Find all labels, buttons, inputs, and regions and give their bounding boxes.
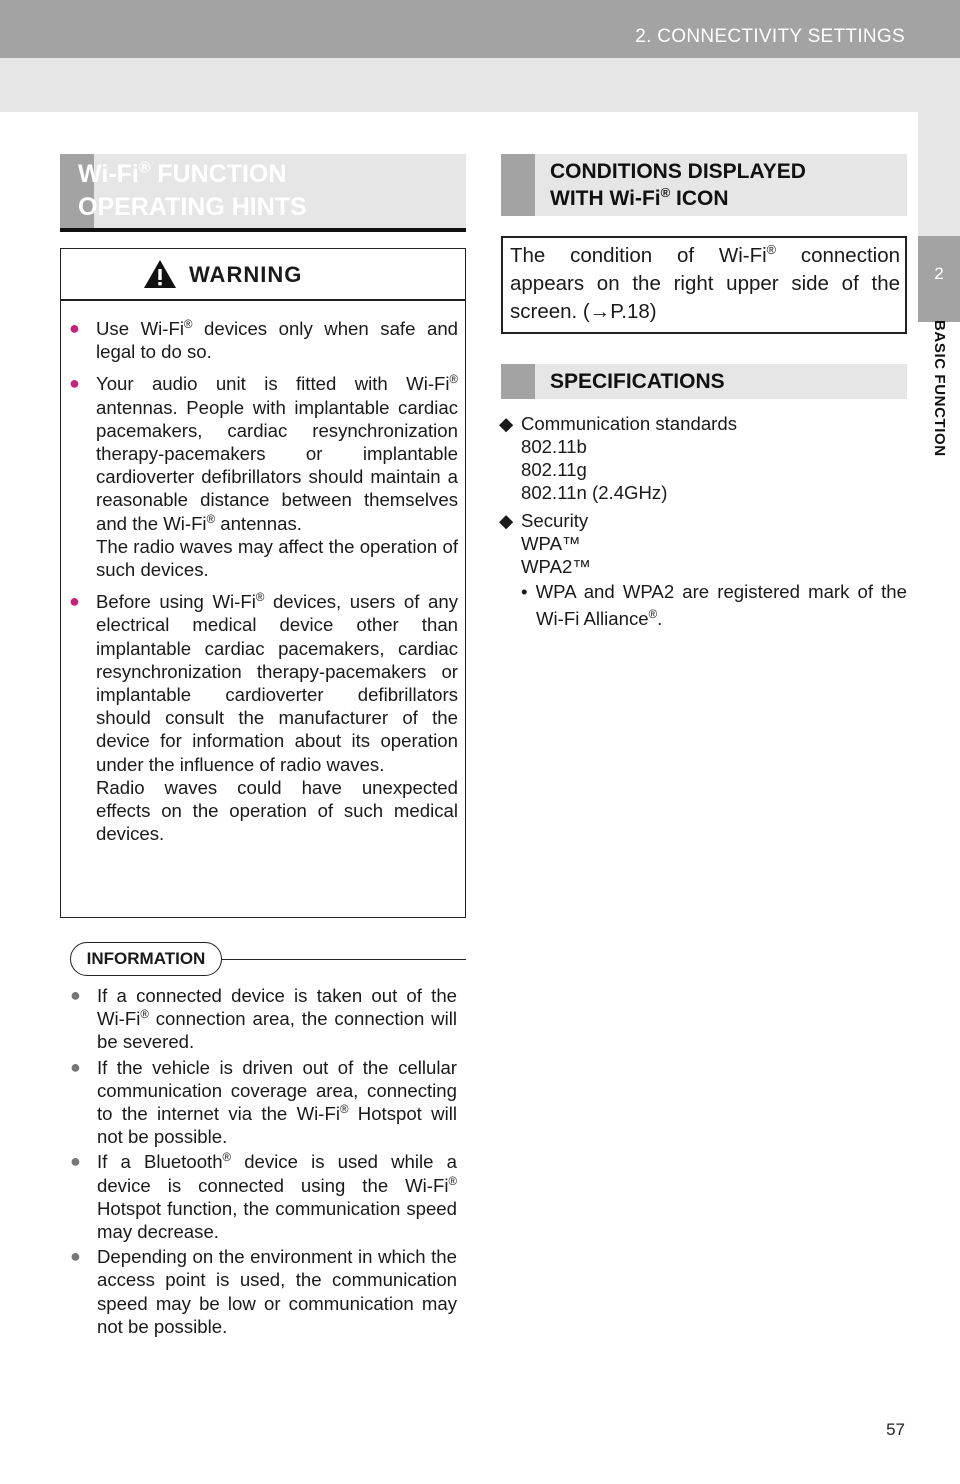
- warning-item: ● Use Wi-Fi® devices only when safe and …: [69, 318, 459, 363]
- spec-value: 802.11g: [521, 459, 587, 480]
- heading-bar: [501, 364, 535, 399]
- conditions-box: The condition of Wi-Fi® connection appea…: [501, 236, 907, 334]
- bullet-icon: ●: [70, 1151, 81, 1172]
- page-number: 57: [886, 1420, 905, 1439]
- information-item: ● If a Bluetooth® device is used while a…: [70, 1151, 457, 1243]
- chapter-tab-number: 2: [934, 264, 944, 283]
- bullet-icon: ●: [69, 591, 80, 612]
- heading-line2: OPERATING HINTS: [78, 193, 307, 221]
- information-item: ● If the vehicle is driven out of the ce…: [70, 1056, 457, 1148]
- spec-communication: ◆ Communication standards: [499, 413, 737, 434]
- warning-box: WARNING ● Use Wi-Fi® devices only when s…: [60, 248, 466, 918]
- section-heading-wifi-hints: Wi-Fi® FUNCTION OPERATING HINTS: [60, 154, 466, 232]
- heading-bar: [501, 154, 535, 216]
- warning-header: WARNING: [61, 249, 465, 301]
- bullet-icon: ●: [70, 985, 81, 1005]
- chapter-title: 2. CONNECTIVITY SETTINGS: [635, 26, 905, 47]
- warning-item: ● Your audio unit is fitted with Wi-Fi® …: [69, 373, 458, 581]
- divider: [222, 959, 466, 960]
- warning-list: ● Use Wi-Fi® devices only when safe and …: [69, 317, 458, 845]
- bullet-diamond-icon: ◆: [499, 510, 514, 531]
- bullet-icon: ●: [69, 373, 80, 394]
- section-heading-specifications: SPECIFICATIONS: [501, 364, 907, 399]
- information-list: ● If a connected device is taken out of …: [70, 984, 457, 1338]
- specifications-list: ◆ Communication standards 802.11b 802.11…: [499, 412, 907, 632]
- warning-item: ● Before using Wi-Fi® devices, users of …: [69, 591, 458, 845]
- heading-line2: WITH Wi-Fi® ICON: [550, 185, 729, 210]
- information-item: ● If a connected device is taken out of …: [70, 985, 457, 1053]
- heading-line1: Wi-Fi® FUNCTION: [78, 159, 287, 188]
- information-item: ● Depending on the environment in which …: [70, 1246, 457, 1337]
- spec-security: ◆ Security: [499, 510, 589, 531]
- spec-value: 802.11b: [521, 436, 587, 457]
- bullet-icon: ●: [70, 1056, 81, 1077]
- warning-title: WARNING: [189, 262, 303, 287]
- spec-value: 802.11n (2.4GHz): [521, 482, 668, 503]
- information-tag: INFORMATION: [70, 942, 222, 976]
- bullet-icon: ●: [70, 1246, 81, 1267]
- chapter-tab-label: BASIC FUNCTION: [931, 320, 948, 457]
- chapter-tab[interactable]: [918, 236, 960, 322]
- page-ref-link[interactable]: P.18): [610, 300, 657, 323]
- bullet-icon: ●: [69, 318, 80, 338]
- spec-value: WPA™: [521, 533, 581, 554]
- conditions-text: The condition of Wi-Fi® connection appea…: [510, 242, 900, 323]
- bullet-diamond-icon: ◆: [499, 413, 514, 434]
- heading-bar: [60, 154, 94, 228]
- warning-icon: [144, 260, 176, 288]
- page-ref-arrow: →: [589, 300, 611, 323]
- header-bar: 2. CONNECTIVITY SETTINGS: [0, 0, 960, 58]
- heading-text: SPECIFICATIONS: [550, 370, 725, 393]
- heading-line1: CONDITIONS DISPLAYED: [550, 160, 806, 183]
- section-heading-conditions: CONDITIONS DISPLAYED WITH Wi-Fi® ICON: [501, 154, 907, 216]
- spec-note: • WPA and WPA2 are registered mark of th…: [521, 581, 907, 629]
- spec-value: WPA2™: [521, 556, 591, 577]
- side-strip: [918, 112, 960, 236]
